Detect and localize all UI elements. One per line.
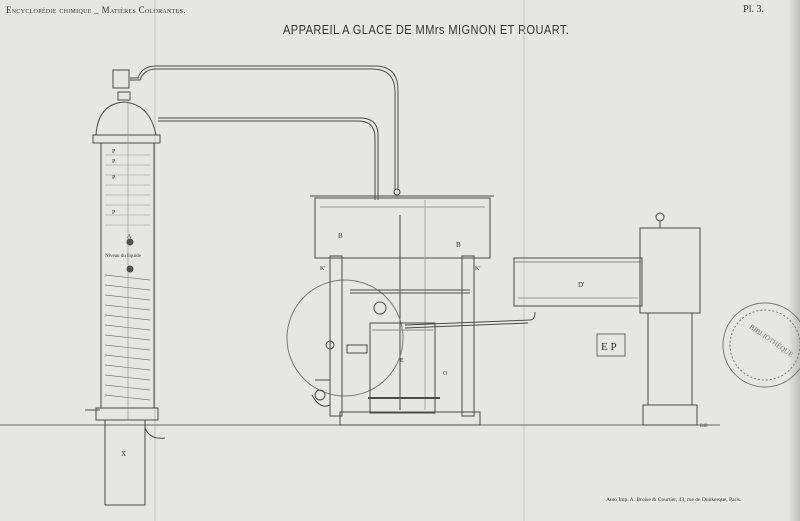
label-tank-b: B: [456, 241, 461, 249]
label-a: A: [127, 234, 132, 240]
label-p: P: [112, 159, 116, 165]
label-x: X: [121, 450, 126, 458]
compressor-body: [286, 255, 536, 426]
label-p: P: [112, 175, 116, 181]
plate-title: APPAREIL A GLACE DE MMrs MIGNON ET ROUAR…: [283, 22, 570, 37]
ep-monogram-stamp: E P: [596, 333, 626, 357]
series-header: Encyclopédie chimique _ Matières Coloran…: [6, 5, 186, 15]
plate-label: Pl. 3.: [743, 4, 764, 15]
right-support-pillar: [639, 212, 701, 426]
trough-d: [513, 257, 643, 307]
label-p: P: [112, 149, 116, 155]
vapour-pipes: [130, 65, 401, 200]
label-cylinder-e: E: [400, 358, 404, 364]
label-liquid-level: Niveau du liquide: [105, 254, 142, 259]
page-edge-shadow: [788, 0, 800, 521]
label-body-o: O: [443, 371, 448, 377]
plate-number: 840: [700, 424, 708, 429]
fold-lines: [154, 0, 525, 521]
label-trough-d: D': [578, 281, 584, 289]
column-labels: P P P P A Niveau du liquide X: [105, 149, 142, 458]
distillation-column: [85, 69, 166, 506]
label-tank-b: B: [338, 232, 343, 240]
printer-credit: Auto Imp. A. Broise & Courtier, 43, rue …: [606, 497, 742, 503]
library-seal: BIBLIOTHÈQUE: [722, 302, 800, 388]
tank-b: [310, 195, 494, 410]
svg-text:E P: E P: [601, 341, 617, 353]
svg-text:BIBLIOTHÈQUE: BIBLIOTHÈQUE: [748, 323, 795, 359]
label-valve-k: K': [475, 266, 480, 272]
label-p: P: [112, 210, 116, 216]
label-valve-k: K': [320, 266, 325, 272]
